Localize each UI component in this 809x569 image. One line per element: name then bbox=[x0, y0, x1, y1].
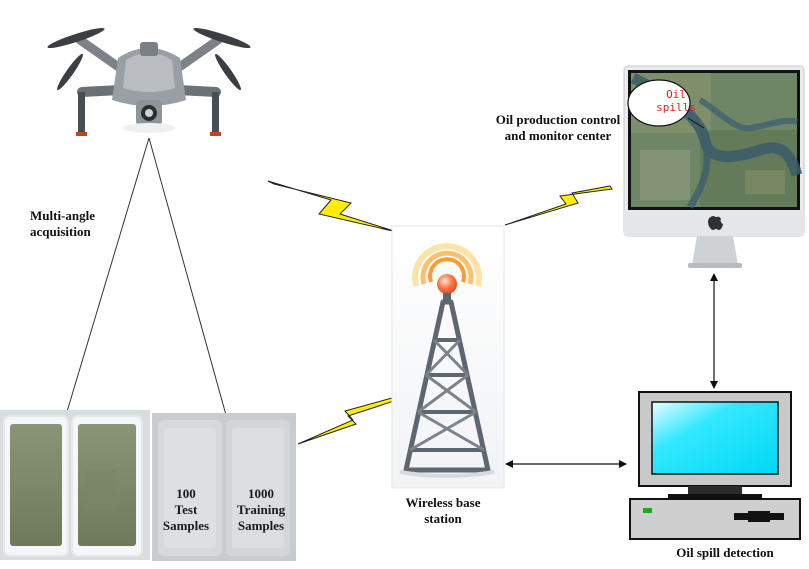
control-center-label-line1: Oil production control bbox=[495, 112, 621, 127]
train-label-line1: Training bbox=[236, 502, 286, 517]
test-label-line1: Test bbox=[174, 502, 198, 517]
imac-icon bbox=[623, 65, 805, 268]
acquisition-label-line1: Multi-angle bbox=[30, 208, 95, 223]
lightning-icon bbox=[504, 185, 613, 226]
train-label-line2: Samples bbox=[237, 518, 285, 533]
control-center-label: Oil production control and monitor cente… bbox=[488, 112, 628, 144]
acquisition-line-left bbox=[65, 137, 150, 416]
acquisition-label: Multi-angle acquisition bbox=[30, 208, 120, 240]
training-samples-label: 1000 Training Samples bbox=[226, 486, 296, 534]
sample-photo-boxes bbox=[0, 410, 150, 560]
base-station-label: Wireless base station bbox=[398, 495, 488, 527]
test-samples-label: 100 Test Samples bbox=[158, 486, 214, 534]
oil-spills-callout: Oil spills bbox=[648, 88, 704, 114]
test-label-line2: Samples bbox=[162, 518, 210, 533]
acquisition-label-line2: acquisition bbox=[30, 224, 91, 239]
oil-spills-callout-line2: spills bbox=[656, 101, 696, 114]
base-station-label-line1: Wireless base bbox=[405, 495, 481, 510]
test-count: 100 bbox=[176, 486, 196, 501]
oil-spills-callout-line1: Oil bbox=[666, 88, 686, 101]
train-count: 1000 bbox=[248, 486, 274, 501]
desktop-computer-icon bbox=[629, 391, 801, 540]
drone-icon bbox=[47, 27, 251, 136]
acquisition-line-right bbox=[148, 137, 227, 416]
base-station-label-line2: station bbox=[424, 511, 462, 526]
detection-label: Oil spill detection bbox=[676, 545, 774, 560]
control-center-label-line2: and monitor center bbox=[504, 128, 612, 143]
lightning-icon bbox=[267, 180, 398, 233]
lightning-icon bbox=[297, 397, 395, 445]
tower-icon bbox=[391, 225, 505, 489]
sample-photo-faded bbox=[152, 413, 296, 561]
